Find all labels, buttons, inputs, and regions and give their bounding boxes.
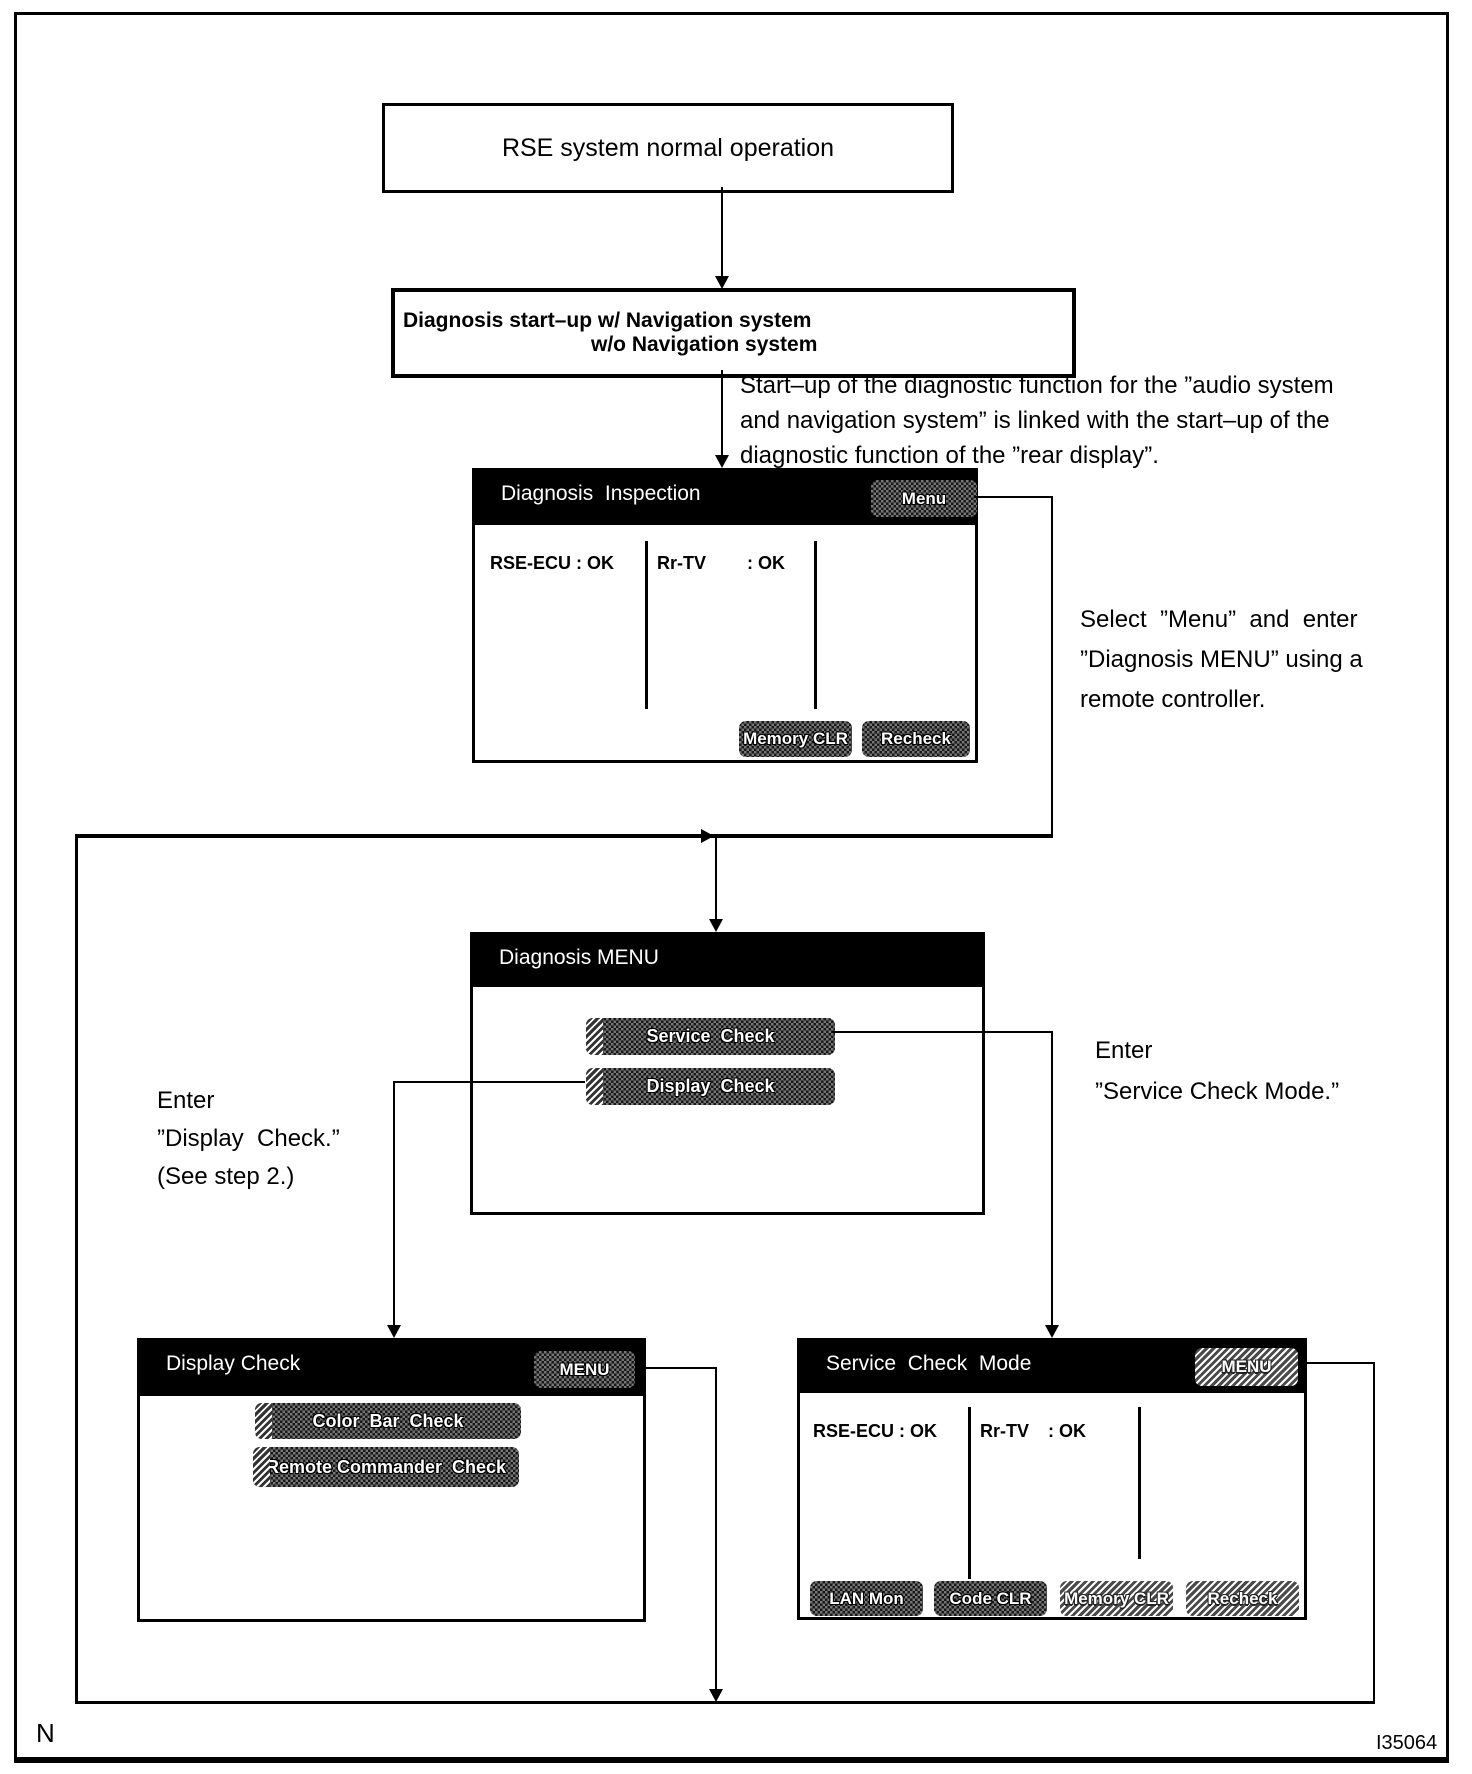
status-rr-tv-label: Rr-TV — [980, 1421, 1029, 1441]
connector-line — [1301, 1362, 1375, 1364]
note-line: Enter — [157, 1087, 215, 1114]
note-line: Enter — [1095, 1037, 1153, 1064]
connector-line — [637, 1367, 717, 1369]
note-startup: Start–up of the diagnostic function for … — [740, 368, 1334, 473]
status-rr-tv-value: : OK — [1048, 1421, 1086, 1441]
note-line: ”Service Check Mode.” — [1095, 1078, 1340, 1105]
note-line: ”Display Check.” — [157, 1125, 340, 1152]
remote-commander-check-button[interactable]: Remote Commander Check — [253, 1447, 519, 1487]
connector-line — [1373, 1362, 1375, 1703]
column-divider — [814, 541, 817, 709]
arrowhead-down-icon — [387, 1325, 401, 1338]
status-rse-ecu: RSE-ECU : OK — [813, 1421, 938, 1441]
screen-titlebar: Diagnosis MENU — [473, 935, 982, 987]
arrowhead-down-icon — [715, 276, 729, 289]
screen-diagnosis-inspection: Diagnosis Inspection Menu RSE-ECU : OK R… — [472, 468, 978, 763]
collector-line — [75, 834, 1053, 838]
connector-line — [721, 370, 723, 456]
screen-diagnosis-menu: Diagnosis MENU Service Check Display Che… — [470, 932, 985, 1215]
connector-line — [1051, 496, 1053, 837]
menu-button[interactable]: MENU — [534, 1351, 635, 1388]
arrowhead-down-icon — [715, 455, 729, 468]
code-clr-button[interactable]: Code CLR — [934, 1581, 1047, 1616]
note-line: (See step 2.) — [157, 1163, 295, 1190]
note-line: ”Diagnosis MENU” using a — [1080, 646, 1363, 673]
color-bar-check-button[interactable]: Color Bar Check — [255, 1403, 521, 1439]
menu-button[interactable]: MENU — [1195, 1348, 1298, 1386]
arrowhead-down-icon — [1045, 1325, 1059, 1338]
flow-box-label: RSE system normal operation — [501, 133, 835, 162]
screen-title: Diagnosis MENU — [499, 946, 659, 969]
connector-line — [721, 187, 723, 278]
flow-box-label: Diagnosis start–up w/ Navigation system — [403, 309, 812, 332]
status-rse-ecu: RSE-ECU : OK — [490, 553, 615, 573]
connector-line — [393, 1081, 395, 1327]
connector-line — [715, 1367, 717, 1691]
feedback-line — [75, 1701, 1375, 1704]
note-line: and navigation system” is linked with th… — [740, 407, 1330, 434]
arrowhead-right-icon — [701, 829, 714, 843]
screen-title: Service Check Mode — [826, 1352, 1032, 1375]
note-line: remote controller. — [1080, 686, 1266, 713]
column-divider — [1138, 1407, 1141, 1559]
note-line: Start–up of the diagnostic function for … — [740, 372, 1334, 399]
note-line: Select ”Menu” and enter — [1080, 606, 1358, 633]
lan-mon-button[interactable]: LAN Mon — [810, 1581, 923, 1616]
note-enter-display-check: Enter ”Display Check.” (See step 2.) — [157, 1082, 340, 1196]
screen-service-check-mode: Service Check Mode MENU RSE-ECU : OK Rr-… — [797, 1338, 1307, 1620]
connector-line — [1051, 1031, 1053, 1327]
flow-box-normal-operation: RSE system normal operation — [382, 103, 954, 193]
page-letter: N — [36, 1718, 55, 1748]
connector-line — [715, 838, 717, 922]
page-border — [14, 12, 1449, 1763]
menu-button[interactable]: Menu — [871, 480, 977, 517]
connector-line — [974, 496, 1053, 498]
arrowhead-down-icon — [709, 919, 723, 932]
screen-title: Diagnosis Inspection — [501, 482, 701, 505]
figure-code: I35064 — [1376, 1732, 1438, 1754]
note-enter-service-check: Enter ”Service Check Mode.” — [1095, 1030, 1339, 1112]
arrowhead-down-icon — [709, 1689, 723, 1702]
feedback-line — [75, 836, 78, 1704]
connector-line — [832, 1031, 1053, 1033]
column-divider — [645, 541, 648, 709]
memory-clr-button[interactable]: Memory CLR — [1060, 1581, 1173, 1616]
note-select-menu: Select ”Menu” and enter ”Diagnosis MENU”… — [1080, 600, 1363, 720]
connector-line — [393, 1081, 585, 1083]
note-line: diagnostic function of the ”rear display… — [740, 442, 1159, 469]
screen-display-check: Display Check MENU Color Bar Check Remot… — [137, 1338, 646, 1622]
recheck-button[interactable]: Recheck — [1186, 1581, 1299, 1616]
recheck-button[interactable]: Recheck — [862, 721, 970, 757]
status-rr-tv-label: Rr-TV — [657, 553, 706, 573]
status-rr-tv-value: : OK — [747, 553, 785, 573]
screen-title: Display Check — [166, 1352, 301, 1375]
flow-box-diagnosis-startup: Diagnosis start–up w/ Navigation system … — [391, 288, 1076, 378]
memory-clr-button[interactable]: Memory CLR — [739, 721, 852, 757]
service-check-button[interactable]: Service Check — [586, 1018, 835, 1055]
flow-box-label: w/o Navigation system — [591, 333, 818, 356]
column-divider — [968, 1407, 971, 1579]
display-check-button[interactable]: Display Check — [586, 1068, 835, 1105]
